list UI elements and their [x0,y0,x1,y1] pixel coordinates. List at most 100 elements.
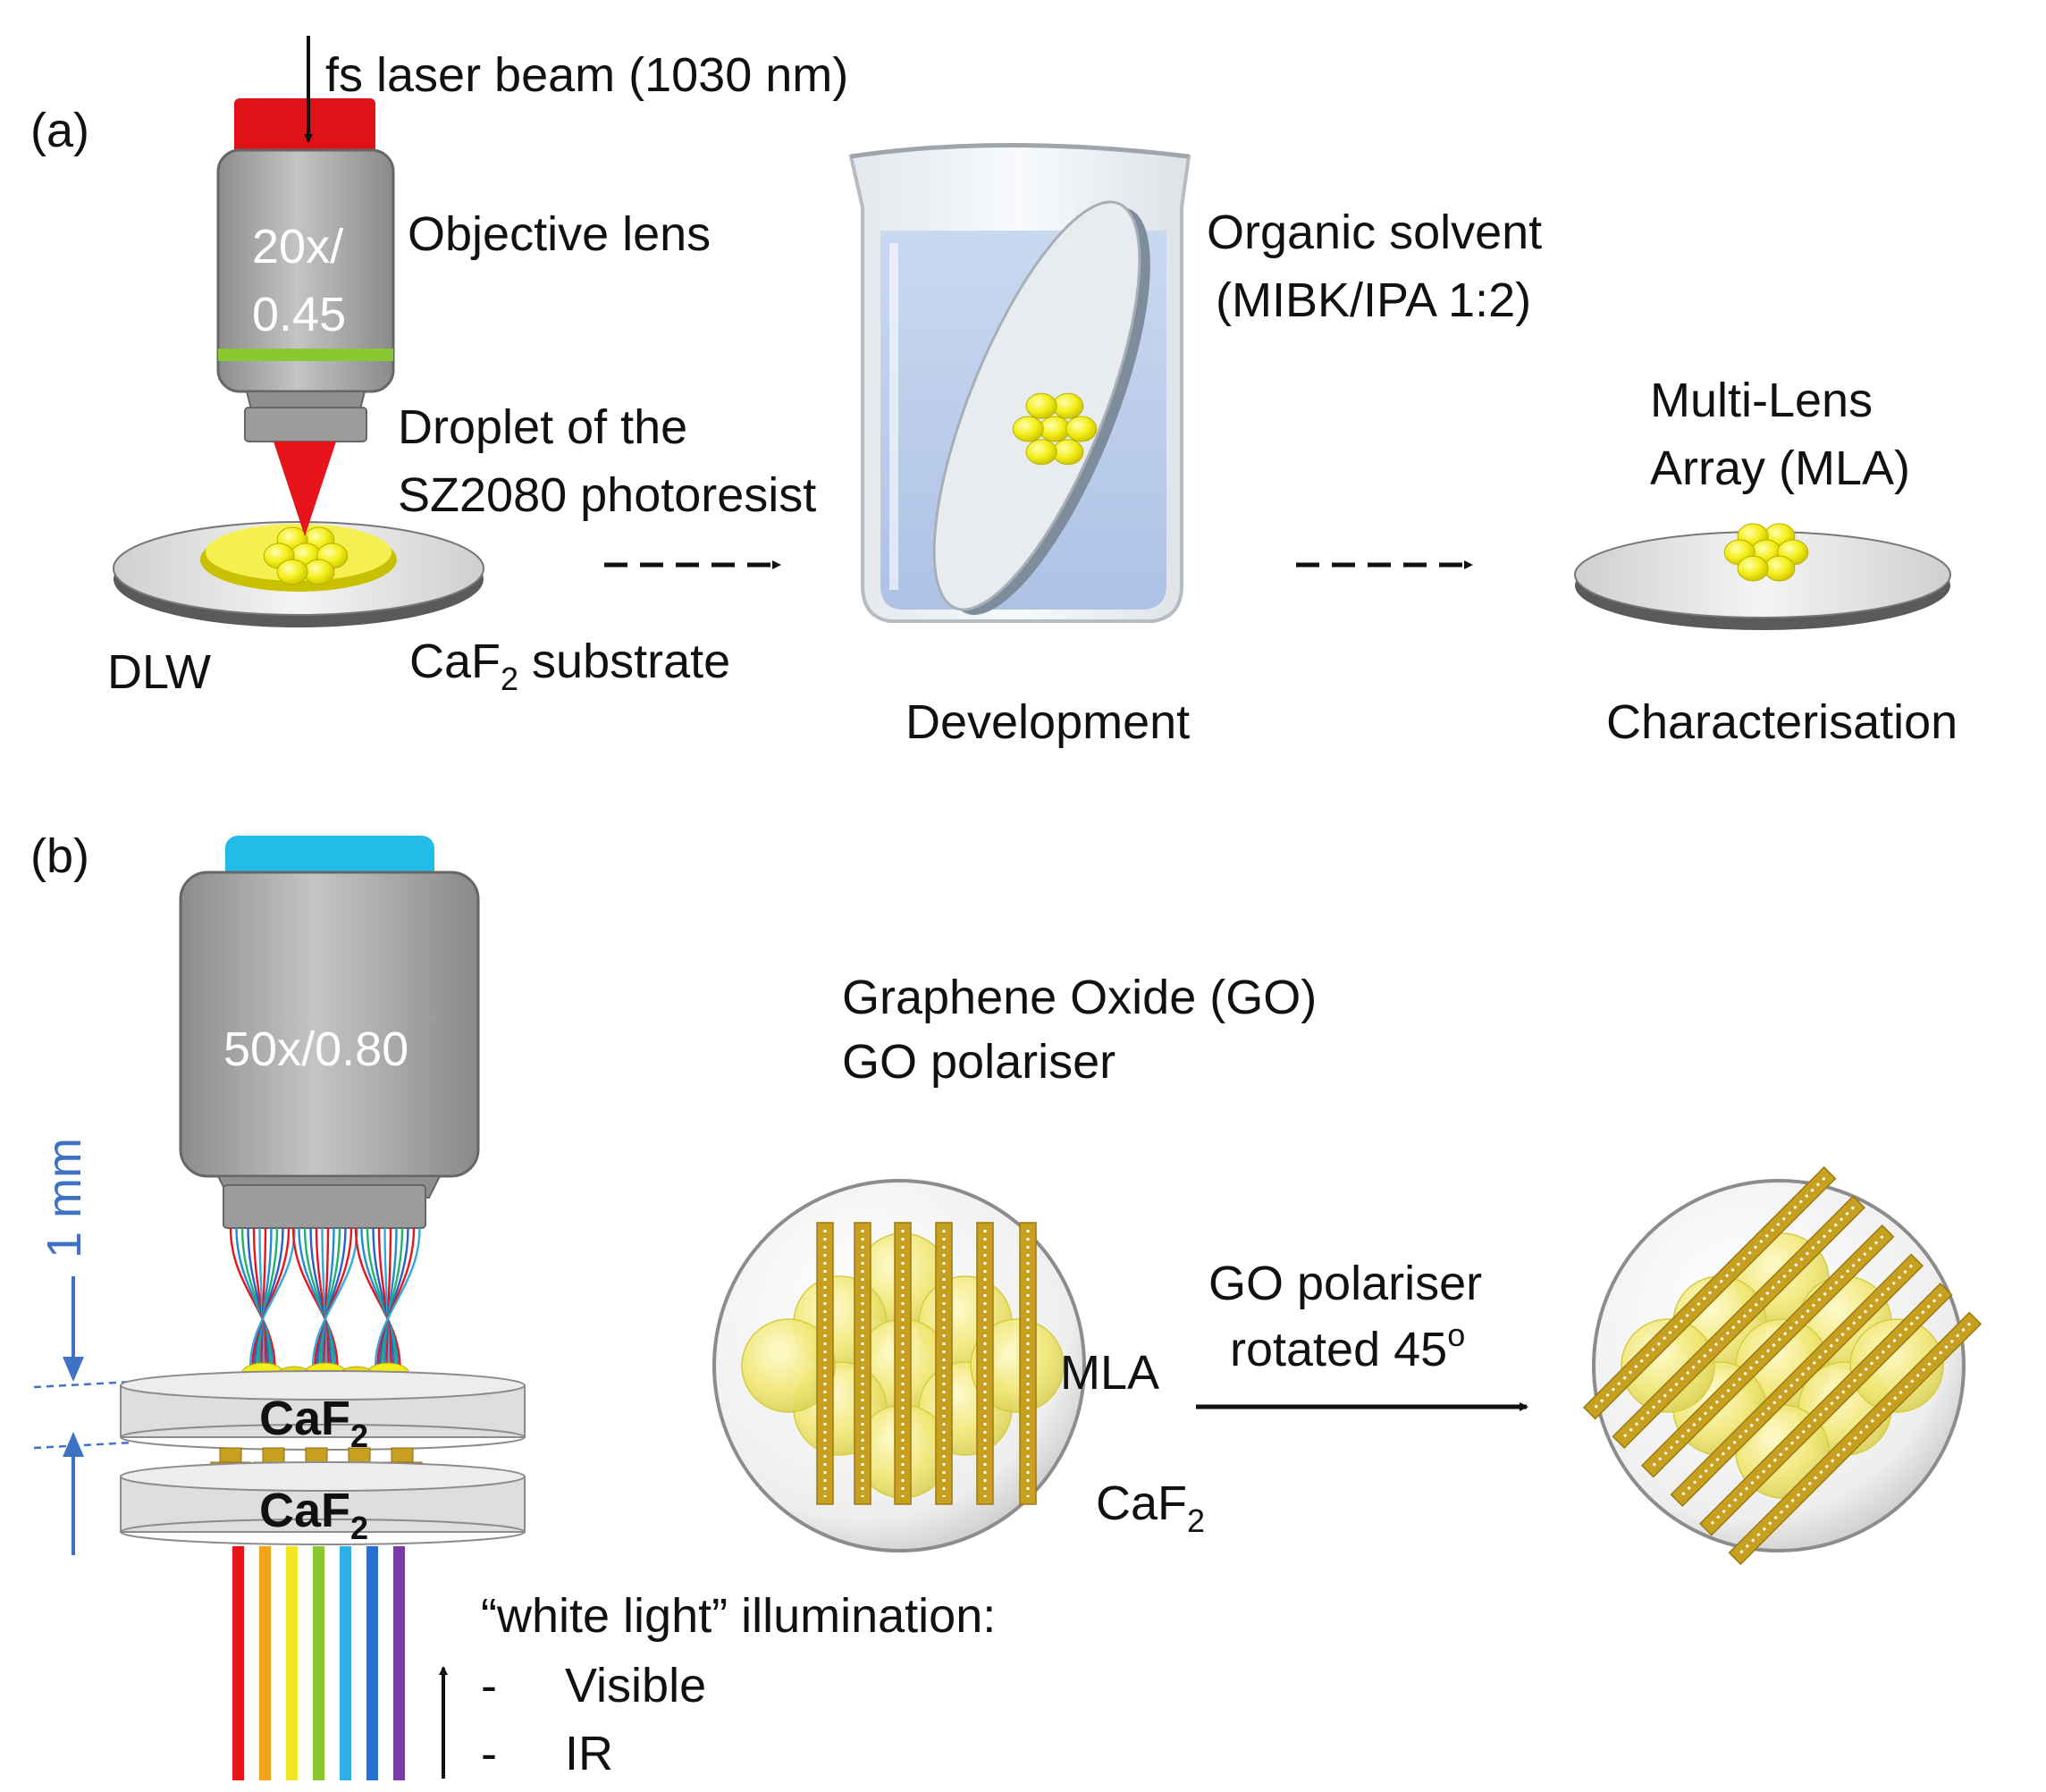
light-beam-2 [259,1546,271,1780]
ray-bundles [229,1227,421,1368]
circle-vertical-polariser-strips [816,1222,1037,1505]
ray-3-9 [381,1227,404,1368]
go-label-line1: Graphene Oxide (GO) [842,971,1317,1024]
development-label: Development [905,695,1190,749]
illumination-dash-2: - [481,1727,497,1780]
panel-a-label: (a) [30,104,89,157]
objective-spec-line1: 20x/ [252,220,343,273]
illumination-item-visible: Visible [565,1659,706,1712]
objective-label: Objective lens [408,207,711,261]
ray-3-4 [372,1227,395,1368]
go-strip-1 [219,1447,242,1463]
ray-3-10 [378,1227,409,1368]
substrate-label: CaF2 substrate [409,635,730,697]
polariser-strip-vertical-1 [816,1222,834,1505]
mla-lens-6 [1764,555,1796,582]
ray-2-2 [298,1227,337,1368]
ray-2-10 [316,1227,347,1368]
ray-3-1 [354,1227,401,1368]
ray-2-1 [291,1227,339,1368]
mla-label-line1: Multi-Lens [1650,374,1873,427]
mla-lens-cluster [1723,523,1809,582]
polariser-strip-rotated-5-dots [1710,1293,1942,1526]
ray-1-8 [257,1227,273,1368]
polariser-strip-rotated-2-dots [1622,1206,1855,1438]
mla-label: MLA [1060,1346,1159,1400]
characterisation-label: Characterisation [1606,695,1958,749]
polariser-strip-vertical-3 [894,1222,912,1505]
ray-1-11 [251,1227,290,1368]
droplet-label-line2: SZ2080 photoresist [398,468,816,522]
ray-3-2 [360,1227,400,1368]
go-strip-4 [348,1447,371,1463]
beam-label: fs laser beam (1030 nm) [325,48,848,102]
ray-3-6 [383,1227,391,1368]
go-strip-2 [262,1447,285,1463]
go-strip-3 [305,1447,328,1463]
beaker-lens-cluster [1012,392,1098,466]
ray-2-7 [323,1227,330,1368]
objective-lens-20x [216,98,395,536]
light-beam-7 [393,1546,405,1780]
polariser-strip-rotated-4-dots [1680,1264,1914,1497]
ray-2-3 [303,1227,334,1368]
beaker-lens-6 [1052,439,1084,466]
droplet-lens-cluster [263,526,349,585]
circle-vertical-lens-8 [741,1318,836,1413]
ray-3-8 [383,1227,398,1368]
objective-spec-line2: 0.45 [252,288,346,341]
solvent-label-line2: (MIBK/IPA 1:2) [1216,273,1531,327]
solvent-label-line1: Organic solvent [1207,206,1542,259]
objective-lens-50x [179,836,480,1229]
ray-3-7 [385,1227,392,1368]
go-strip-5 [391,1447,414,1463]
ray-1-1 [229,1227,276,1368]
ray-1-10 [253,1227,284,1368]
droplet-lens-6 [303,559,335,585]
circle-rotated-polariser-strips [1582,1165,1983,1566]
beaker-lens-1 [1052,392,1084,419]
beaker-lens-2 [1025,392,1057,419]
polariser-strip-vertical-5 [976,1222,994,1505]
light-beam-4 [313,1546,324,1780]
caf2-top-label: CaF2 [259,1392,368,1454]
illumination-dash-1: - [481,1659,497,1712]
light-beam-5 [340,1546,351,1780]
circle-rotated-lens-9 [1849,1318,1944,1413]
ray-2-4 [309,1227,333,1368]
distance-dashline-top [33,1380,133,1389]
ray-3-3 [366,1227,397,1368]
ray-2-9 [318,1227,341,1368]
ray-2-8 [320,1227,335,1368]
light-beam-6 [366,1546,378,1780]
beaker-lens-3 [1039,416,1071,442]
ray-2-12 [311,1227,358,1368]
ray-1-2 [235,1227,274,1368]
light-beam-3 [286,1546,298,1780]
ray-1-12 [248,1227,296,1368]
ray-1-4 [247,1227,270,1368]
polariser-strip-vertical-2 [854,1222,871,1505]
beaker-lens-5 [1012,416,1044,442]
beaker-lens-4 [1065,416,1098,442]
circle-rotated-lens-8 [1621,1318,1715,1413]
polariser-strip-vertical-4 [935,1222,953,1505]
ray-3-12 [374,1227,421,1368]
polariser-strip-rotated-6-dots [1739,1322,1972,1555]
droplet-label-line1: Droplet of the [398,400,687,454]
ray-2-11 [314,1227,353,1368]
caf2-slab-top [120,1370,526,1451]
objective-spec-50x: 50x/0.80 [223,1022,408,1076]
ray-3-11 [376,1227,416,1368]
mla-lens-7 [1737,555,1769,582]
ray-2-6 [321,1227,328,1368]
ray-3-5 [377,1227,392,1368]
illumination-title: “white light” illumination: [481,1589,996,1643]
ray-2-5 [315,1227,330,1368]
mla-label-line2: Array (MLA) [1650,442,1910,495]
beaker-lens-7 [1025,439,1057,466]
go-label-line2: GO polariser [842,1035,1116,1089]
droplet-lens-7 [276,559,308,585]
polariser-strip-vertical-6 [1019,1222,1037,1505]
